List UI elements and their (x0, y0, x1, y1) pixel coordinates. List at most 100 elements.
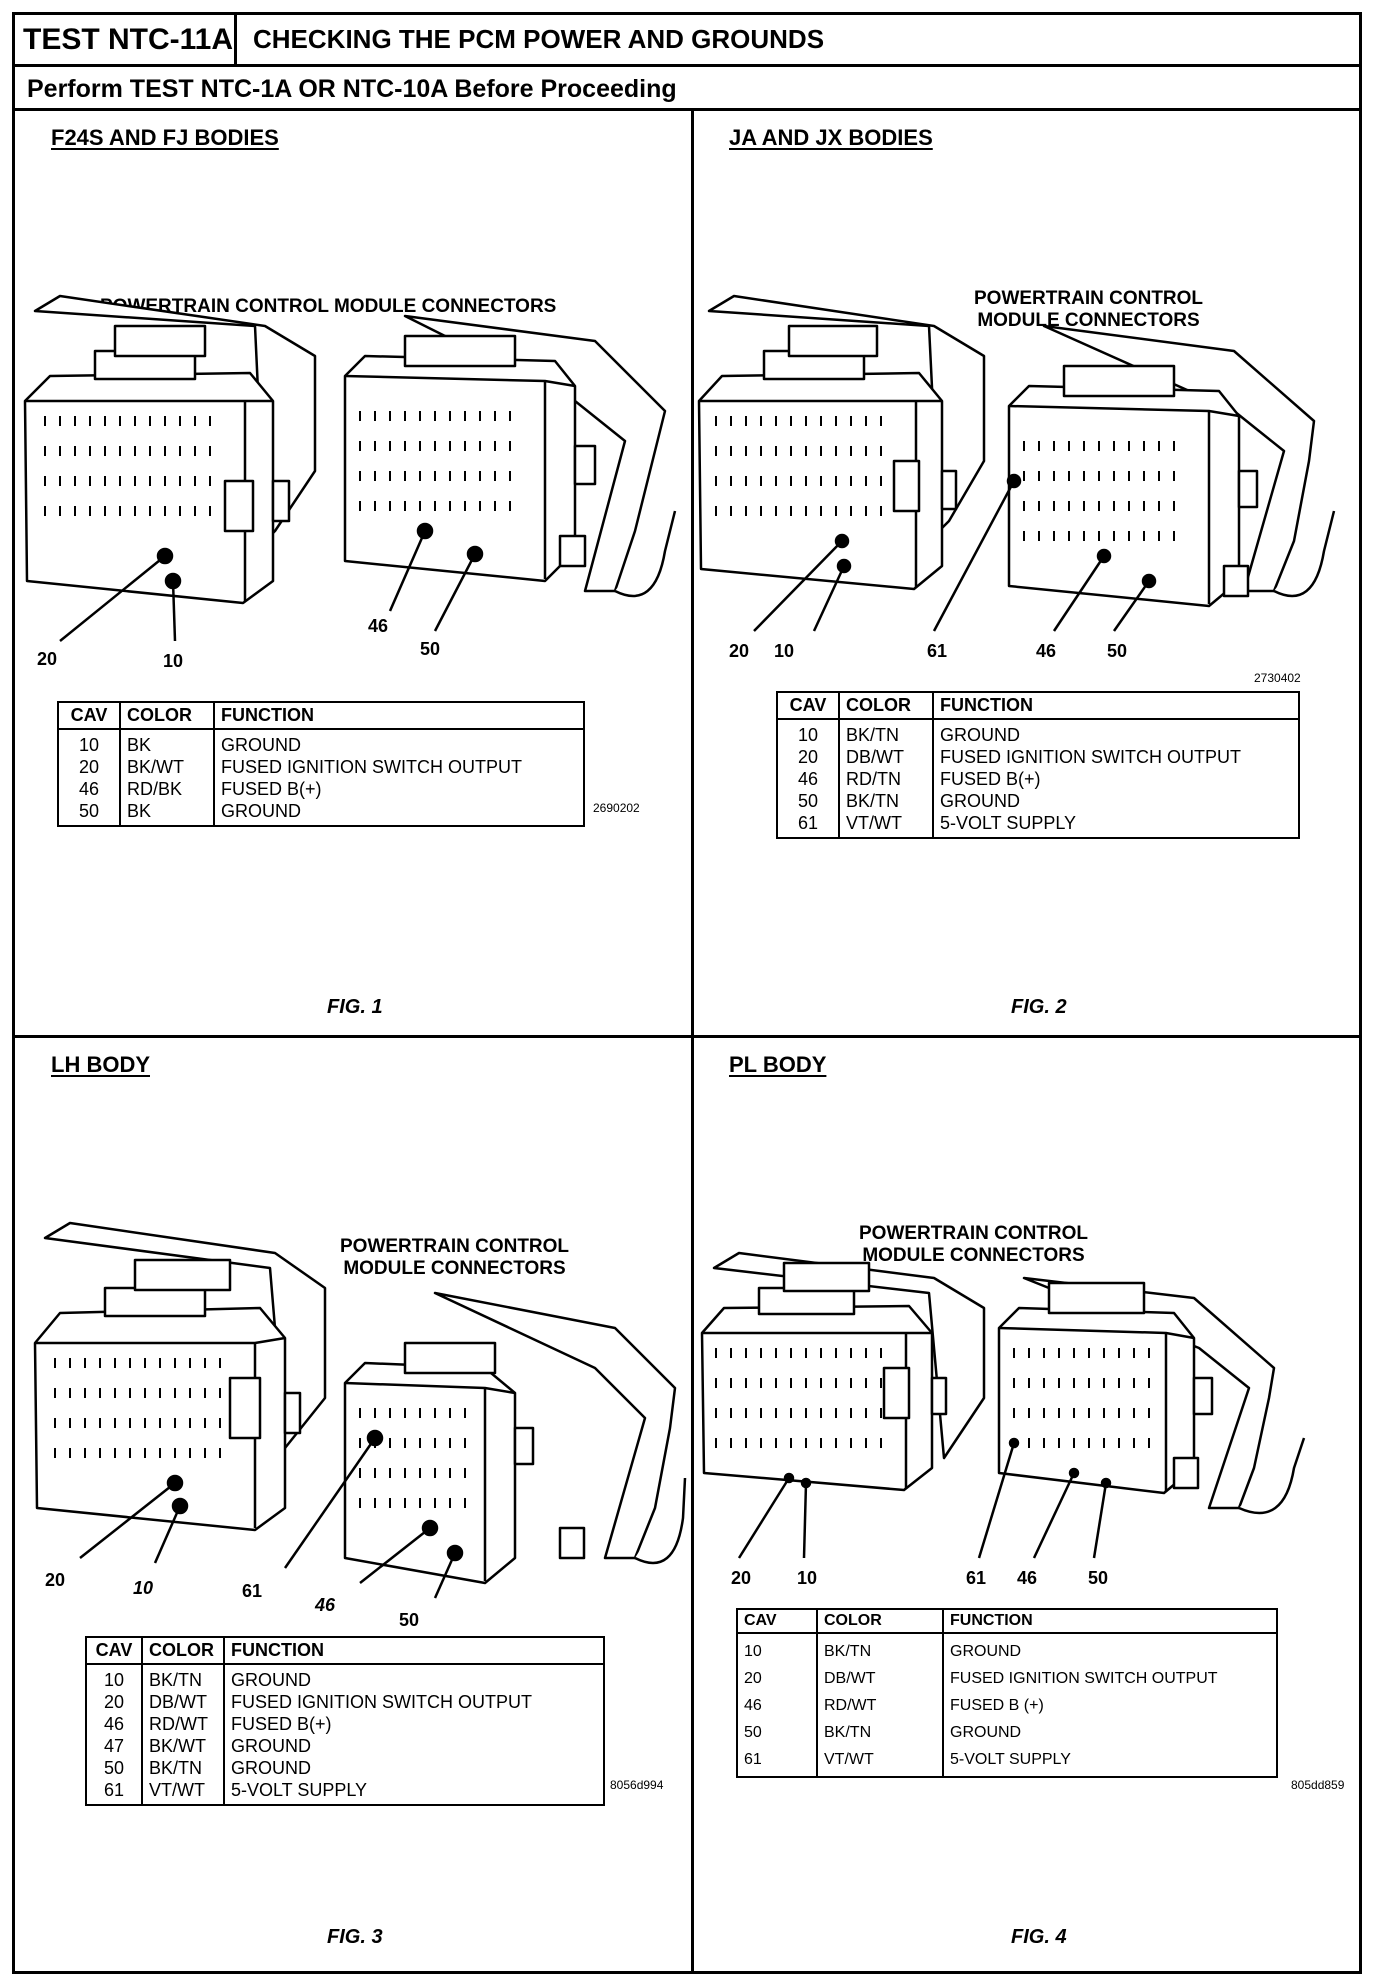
cavity-label: 10 (774, 641, 795, 661)
cell-color: RD/BK (120, 778, 215, 800)
panel-title: JA AND JX BODIES (729, 125, 933, 150)
cell-function: FUSED B(+) (231, 1714, 332, 1734)
cavity-label: 20 (731, 1568, 752, 1588)
test-id: TEST NTC-11A (15, 15, 237, 64)
cell-cav: 46 (777, 768, 840, 790)
cell-color: BK/TN (142, 1757, 225, 1779)
figure-caption: FIG. 3 (327, 1926, 383, 1948)
cell-color: BK/TN (839, 719, 934, 746)
cavity-label: 10 (797, 1568, 818, 1588)
panel-divider-vertical (691, 111, 694, 1974)
cell-cav: 20 (777, 746, 840, 768)
page-title: CHECKING THE PCM POWER AND GROUNDS (253, 24, 825, 54)
col-header-function: FUNCTION (214, 702, 584, 730)
cell-cav: 20 (86, 1691, 143, 1713)
cell-color: RD/WT (817, 1692, 944, 1719)
figure-caption: FIG. 4 (1011, 1926, 1067, 1948)
cell-color: RD/TN (839, 768, 934, 790)
cavity-label: 46 (315, 1595, 336, 1615)
part-number: 8056d994 (610, 1778, 664, 1792)
panel-divider-horizontal (15, 1035, 1359, 1038)
cell-function: 5-VOLT SUPPLY (231, 1780, 368, 1800)
cavity-label: 46 (1017, 1568, 1038, 1588)
col-header-function: FUNCTION (943, 1609, 1277, 1634)
pcm-connectors-diagram (23, 294, 677, 642)
cell-cav: 10 (737, 1633, 818, 1665)
cell-function: GROUND (940, 725, 1020, 745)
cell-function: GROUND (940, 791, 1020, 811)
cell-function: FUSED IGNITION SWITCH OUTPUT (221, 757, 522, 777)
cell-function: GROUND (231, 1758, 311, 1778)
cavity-label: 20 (729, 641, 750, 661)
cavity-label: 50 (399, 1610, 420, 1630)
cell-color: VT/WT (839, 812, 934, 838)
col-header-cav: CAV (58, 702, 121, 730)
panel-fig-2: JA AND JX BODIES POWERTRAIN CONTROL MODU… (694, 111, 1365, 1035)
cavity-label: 46 (368, 616, 389, 636)
part-number: 2690202 (593, 801, 640, 815)
cavity-label: 50 (1088, 1568, 1109, 1588)
col-header-color: COLOR (839, 692, 934, 720)
cell-function: GROUND (950, 1724, 1022, 1741)
cell-cav: 61 (737, 1746, 818, 1777)
cell-cav: 50 (737, 1719, 818, 1746)
cell-cav: 50 (86, 1757, 143, 1779)
cell-color: VT/WT (817, 1746, 944, 1777)
col-header-function: FUNCTION (224, 1637, 604, 1665)
col-header-cav: CAV (777, 692, 840, 720)
panel-fig-3: LH BODY POWERTRAIN CONTROL MODULE CONNEC… (15, 1038, 691, 1974)
cell-function: GROUND (221, 801, 301, 821)
cell-function: FUSED B(+) (221, 779, 322, 799)
cell-color: BK/TN (839, 790, 934, 812)
panel-title: F24S AND FJ BODIES (51, 125, 279, 150)
cell-color: BK (120, 800, 215, 826)
cell-color: BK/WT (142, 1735, 225, 1757)
cell-cav: 50 (777, 790, 840, 812)
panel-title: PL BODY (729, 1052, 827, 1077)
figure-caption: FIG. 1 (327, 996, 383, 1018)
cell-function: GROUND (231, 1670, 311, 1690)
cell-color: BK/TN (817, 1633, 944, 1665)
cavity-label: 10 (163, 651, 184, 671)
cell-color: VT/WT (142, 1779, 225, 1805)
cell-function: 5-VOLT SUPPLY (940, 813, 1077, 833)
cavity-label: 61 (242, 1581, 263, 1601)
cell-color: BK/TN (142, 1664, 225, 1691)
cell-cav: 47 (86, 1735, 143, 1757)
cavity-label: 61 (966, 1568, 987, 1588)
part-number: 805dd859 (1291, 1778, 1345, 1792)
pcm-connectors-diagram (700, 1251, 1306, 1559)
cell-color: DB/WT (142, 1691, 225, 1713)
cell-cav: 50 (58, 800, 121, 826)
cell-cav: 20 (737, 1665, 818, 1692)
cavity-label: 20 (37, 649, 58, 669)
cell-function: FUSED B (+) (950, 1697, 1044, 1714)
cell-cav: 61 (86, 1779, 143, 1805)
connector-label: POWERTRAIN CONTROL MODULE CONNECTORS (859, 1223, 1089, 1266)
cell-cav: 10 (86, 1664, 143, 1691)
part-number: 2730402 (1254, 671, 1301, 685)
cavity-label: 10 (133, 1578, 154, 1598)
cell-function: FUSED IGNITION SWITCH OUTPUT (231, 1692, 532, 1712)
subtitle: Perform TEST NTC-1A OR NTC-10A Before Pr… (15, 67, 1359, 111)
cell-function: FUSED B(+) (940, 769, 1041, 789)
cell-function: FUSED IGNITION SWITCH OUTPUT (940, 747, 1241, 767)
cell-cav: 61 (777, 812, 840, 838)
cell-cav: 10 (777, 719, 840, 746)
